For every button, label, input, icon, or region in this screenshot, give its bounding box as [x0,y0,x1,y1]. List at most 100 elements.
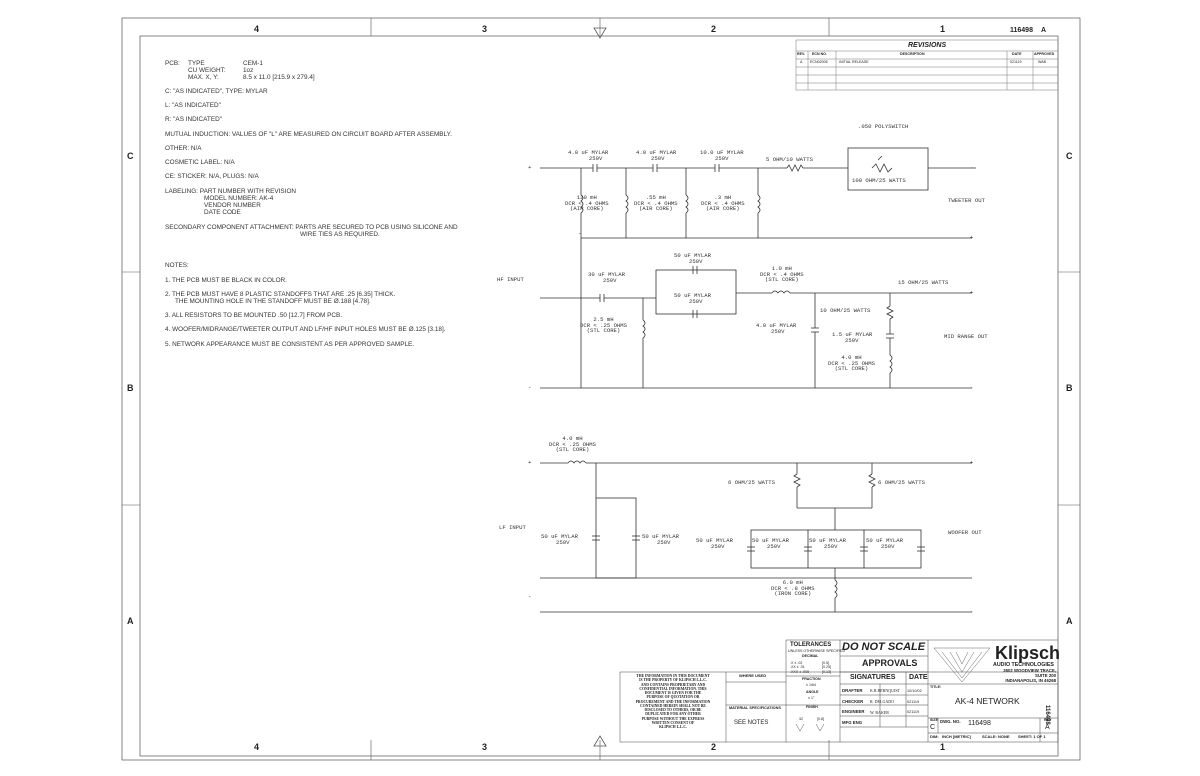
rev-row-date: 021119 [1010,60,1022,64]
rev-header-date: DATE [1012,52,1022,56]
resistor-6ohm-1 [793,473,801,488]
tweeter-circuit [540,147,976,239]
dwg-no-label: DWG. NO. [940,719,961,724]
finish-symbols [795,723,825,732]
resistor-6ohm-2 [868,473,876,488]
hf-r1-label: 5 OHM/10 WATTS [766,156,813,163]
do-not-scale: DO NOT SCALE [842,641,926,653]
note-ce: CE: STICKER: N/A, PLUGS: N/A [165,173,259,180]
lf-input-label: LF INPUT [499,524,526,531]
zone-ticks [122,18,1080,760]
lf-minus-in: - [528,593,532,600]
note-item-3: 3. ALL RESISTORS TO BE MOUNTED .50 [12.7… [165,312,342,319]
midrange-out-label: MID RANGE OUT [944,333,988,340]
dim-label: DIM: [930,734,939,739]
mid-plus-out: + [970,289,974,296]
klipsch-logo-mark [933,647,991,683]
resistor-5ohm [786,164,804,172]
decimal-values: .X ± .02.XX ± .01.XXX ± .005 [790,661,810,674]
size-value: C [930,724,936,731]
polyswitch-box [847,147,929,191]
fraction-label: FRACTION [802,677,821,681]
lf-plus-out: + [970,459,974,466]
rev-value: A [1045,724,1050,731]
inductor-120mh [580,194,584,214]
company-logo-text: Klipsch [995,643,1061,663]
note-labeling-3: DATE CODE [204,209,241,216]
drawing-title: AK-4 NETWORK [955,696,1020,706]
pcb-key-max: MAX. X, Y: [188,74,219,81]
note-c: C: "AS INDICATED", TYPE: MYLAR [165,88,268,95]
zone-top-2: 2 [711,24,717,34]
zone-left-c: C [127,151,134,161]
approvals-label: APPROVALS [862,658,918,668]
company-sub: AUDIO TECHNOLOGIES [993,662,1054,668]
note-secondary-0: SECONDARY COMPONENT ATTACHMENT: PARTS AR… [165,224,458,231]
side-drawing-number: 116498 [1044,705,1050,725]
hf-minus-out: - [970,164,974,171]
zone-right-a: A [1066,616,1073,626]
note-labeling-2: VENDOR NUMBER [204,202,261,209]
angle-label: ANGLE [806,690,819,694]
zone-right-b: B [1066,383,1073,393]
inductor-4mh-lf [567,460,587,464]
notes-title: NOTES: [165,262,189,269]
center-mark-top [593,27,607,39]
note-l: L: "AS INDICATED" [165,102,221,109]
lf-r1-label: 6 OHM/25 WATTS [728,479,775,486]
corner-rev: A [1041,27,1047,34]
pcb-key-type: TYPE [188,60,205,67]
rev-label-top: REV [1044,718,1052,722]
finish-value-2: [0.8] [817,717,824,721]
rev-header-approved: APPROVED [1034,52,1055,56]
finish-value-1: 32 [799,717,803,721]
mid-minus-out: - [970,384,974,391]
pcb-val-type: CEM-1 [243,60,263,67]
decimal-label: DECIMAL [802,654,819,658]
polyswitch-symbol [871,155,893,173]
title-label: TITLE: [930,685,942,689]
revisions-title: REVISIONS [908,42,947,49]
zone-bottom-3: 3 [482,742,488,752]
note-item-2: 2. THE PCB MUST HAVE 8 PLASTIC STANDOFFS… [165,291,396,298]
mid-rshunt-label: 10 OHM/25 WATTS [820,307,871,314]
rev-row-ecn: ECN02006 [810,60,828,64]
polyswitch-label: .050 POLYSWITCH [858,123,909,130]
mid-rout-label: 15 OHM/25 WATTS [898,279,949,286]
woofer-circuit [540,460,972,613]
pcb-val-weight: 1oz [243,67,254,74]
finish-label: FINISH [806,705,818,709]
zone-left-b: B [127,383,134,393]
note-secondary-1: WIRE TIES AS REQUIRED. [300,231,380,238]
corner-id: 116498 [1010,27,1033,34]
rev-header-ecn: ECN NO. [812,52,827,56]
pcb-val-max: 8.5 x 11.0 [215.9 x 279.4] [243,74,315,81]
hf-input-label: HF INPUT [497,276,524,283]
zone-top-1: 1 [940,24,946,34]
inductor-shunt-4 [757,194,761,214]
hf-minus-in: - [578,230,582,237]
inductor-4mh-mid [889,354,893,374]
hf-plus-in: + [528,164,532,171]
inductor-3mh [685,194,689,214]
rev-row-rev: A [800,60,803,64]
rev-header-rev: REV. [797,52,806,56]
zone-bottom-2: 2 [711,742,717,752]
